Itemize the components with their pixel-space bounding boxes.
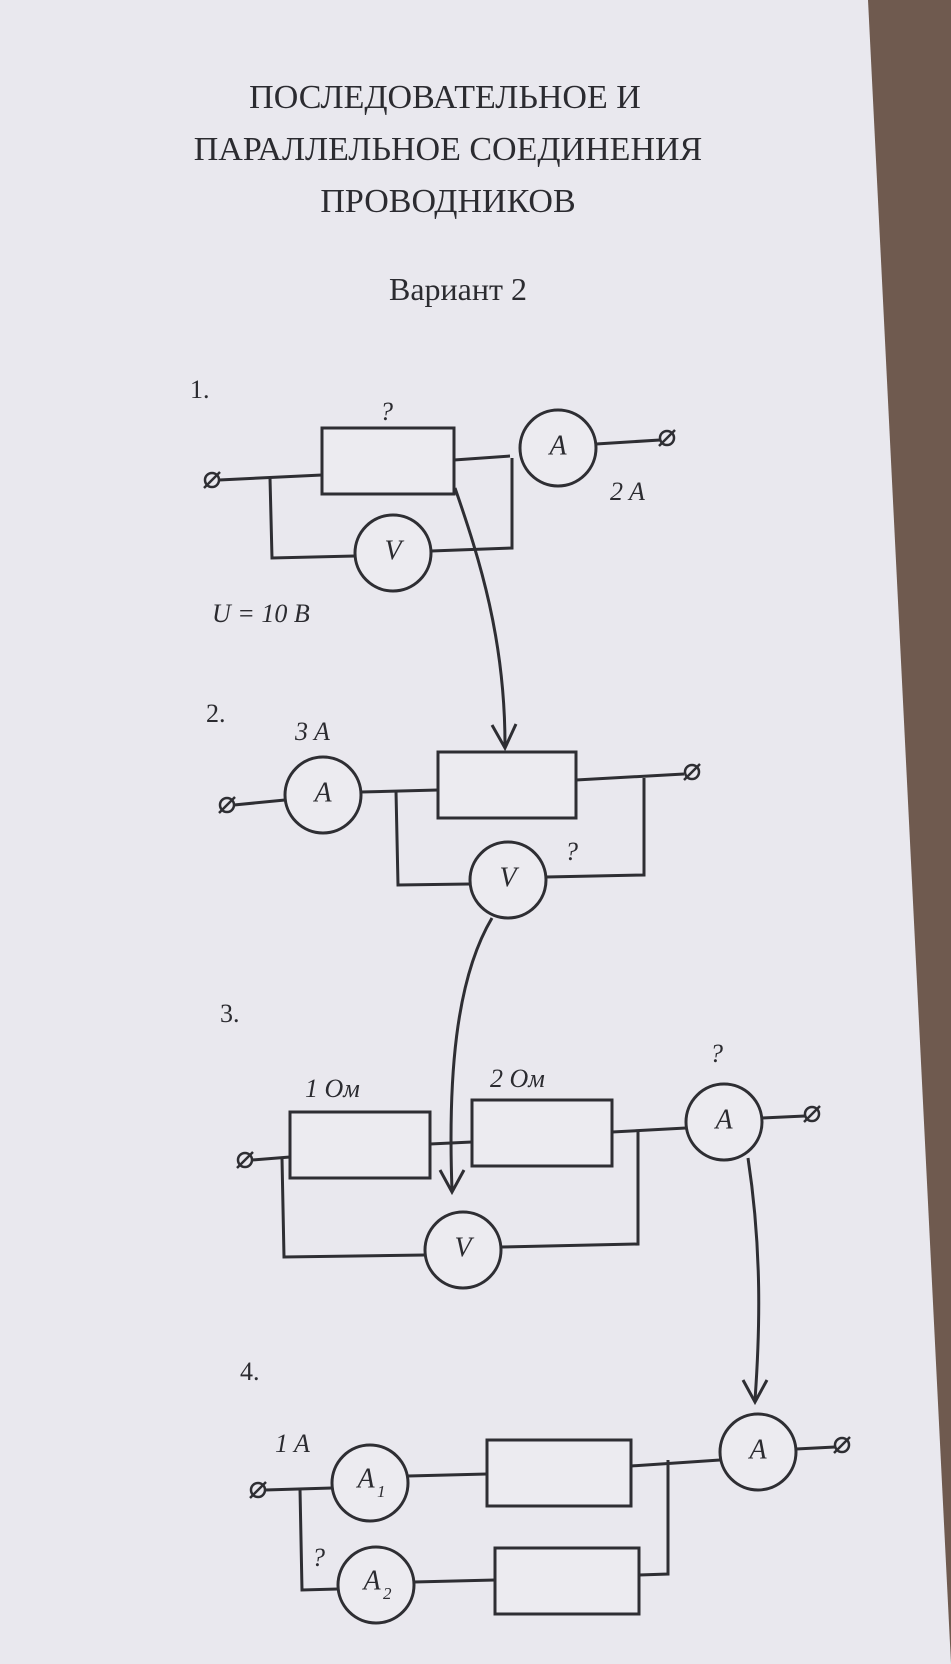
terminal-icon <box>658 429 676 447</box>
ammeter-3-question: ? <box>710 1039 723 1068</box>
variant-label: Вариант 2 <box>389 271 527 307</box>
voltmeter-icon <box>423 1210 503 1290</box>
voltage-label: U = 10 B <box>212 599 310 628</box>
title-line-1: ПОСЛЕДОВАТЕЛЬНОЕ И <box>249 79 641 116</box>
svg-text:2: 2 <box>383 1584 392 1603</box>
svg-text:A: A <box>355 1463 375 1494</box>
svg-text:V: V <box>384 535 404 566</box>
problem-2-number: 2. <box>206 699 226 728</box>
svg-text:A: A <box>547 430 567 461</box>
arrowhead-icon <box>438 1169 466 1196</box>
svg-text:A: A <box>312 777 332 808</box>
resistor-branch-2 <box>493 1546 641 1616</box>
ammeter-total-icon <box>718 1412 798 1492</box>
resistor-2-value: 2 Ом <box>490 1064 545 1093</box>
svg-text:V: V <box>454 1232 474 1263</box>
ammeter-1-reading: 2 A <box>610 477 645 506</box>
svg-text:A: A <box>747 1434 767 1465</box>
ammeter-icon <box>518 408 598 488</box>
link-arrow-2-3 <box>449 917 494 1191</box>
svg-text:A: A <box>713 1104 733 1135</box>
arrowhead-icon <box>490 723 518 752</box>
voltmeter-2-question: ? <box>565 837 578 866</box>
problem-4-number: 4. <box>240 1357 260 1386</box>
ammeter-2-icon <box>336 1545 416 1625</box>
link-arrow-1-2 <box>453 487 507 746</box>
voltmeter-icon <box>468 840 548 920</box>
resistor-1-question: ? <box>380 397 393 426</box>
ammeter-1-icon <box>330 1443 410 1523</box>
ammeter-2-reading: 3 A <box>294 717 330 746</box>
resistor <box>436 750 578 820</box>
problem-1-number: 1. <box>190 375 210 404</box>
terminal-icon <box>833 1436 851 1454</box>
resistor-1-value: 1 Ом <box>305 1074 360 1103</box>
problem-3-number: 3. <box>220 999 240 1028</box>
terminal-icon <box>683 763 701 781</box>
problem-1-circuit: 1. A V ? 2 A U = 10 B <box>190 375 676 628</box>
title-line-2: ПАРАЛЛЕЛЬНОЕ СОЕДИНЕНИЯ <box>194 131 702 168</box>
svg-text:A: A <box>361 1565 381 1596</box>
problem-2-circuit: 2. 3 A A V ? <box>206 699 701 920</box>
title-line-3: ПРОВОДНИКОВ <box>320 183 575 220</box>
resistor-branch-1 <box>485 1438 633 1508</box>
ammeter-icon <box>684 1082 764 1162</box>
resistor-unknown <box>320 426 456 496</box>
current-in-label: 1 A <box>275 1429 310 1458</box>
terminal-icon <box>803 1105 821 1123</box>
voltmeter-icon <box>353 513 433 593</box>
problem-4-circuit: 4. 1 A A 1 A ? A 2 <box>240 1357 851 1625</box>
ammeter-icon <box>283 755 363 835</box>
resistor-2-ohm <box>470 1098 614 1168</box>
link-arrow-3-4 <box>746 1157 761 1401</box>
resistor-1-ohm <box>288 1110 432 1180</box>
branch-2-question: ? <box>312 1543 325 1572</box>
arrowhead-icon <box>741 1379 769 1406</box>
problem-3-circuit: 3. 1 Ом 2 Ом ? A V <box>220 999 821 1290</box>
svg-text:V: V <box>499 862 519 893</box>
svg-text:1: 1 <box>377 1482 386 1501</box>
